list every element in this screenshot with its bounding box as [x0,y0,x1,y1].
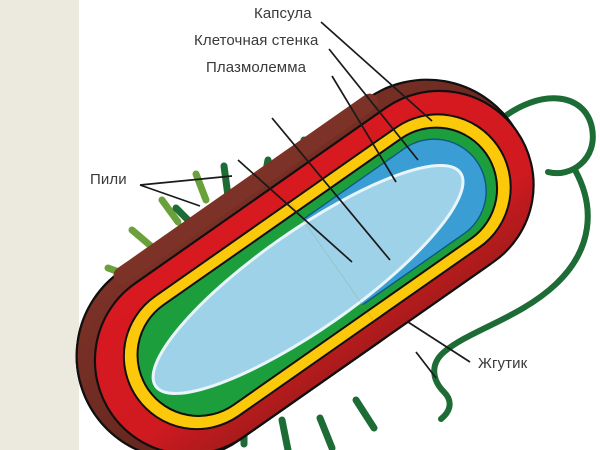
flagellum-upper-strand [497,95,596,177]
leader-pili-a [139,184,201,207]
pilus [220,162,232,200]
label-cell-wall: Клеточная стенка [194,32,319,49]
flagellum-lower-strand [431,167,591,422]
label-plasmalemma: Плазмолемма [206,59,307,76]
pilus [158,196,182,226]
leader-lines [139,21,471,379]
capsule-top-highlight [113,93,378,284]
leader-cell-wall [328,48,419,161]
cell-body-front [75,129,424,450]
pilus [352,396,378,432]
leader-capsule-2 [271,117,391,261]
label-flagellum: Жгутик [478,355,528,372]
pilus [278,416,292,450]
leader-flagellum [407,321,471,363]
label-capsule: Капсула [254,5,312,22]
leader-capsule [320,21,433,122]
pilus [192,170,210,204]
pilus [316,414,336,450]
leader-wall-2 [237,159,353,263]
left-margin-strip [0,0,79,450]
top-shade-stripe [113,93,378,284]
leader-flagellum-2 [415,351,437,379]
leader-plasmalemma [331,75,397,183]
leader-pili-b [139,175,233,186]
flagellum-group [431,95,596,422]
label-pili: Пили [90,171,127,188]
pilus [128,226,156,251]
